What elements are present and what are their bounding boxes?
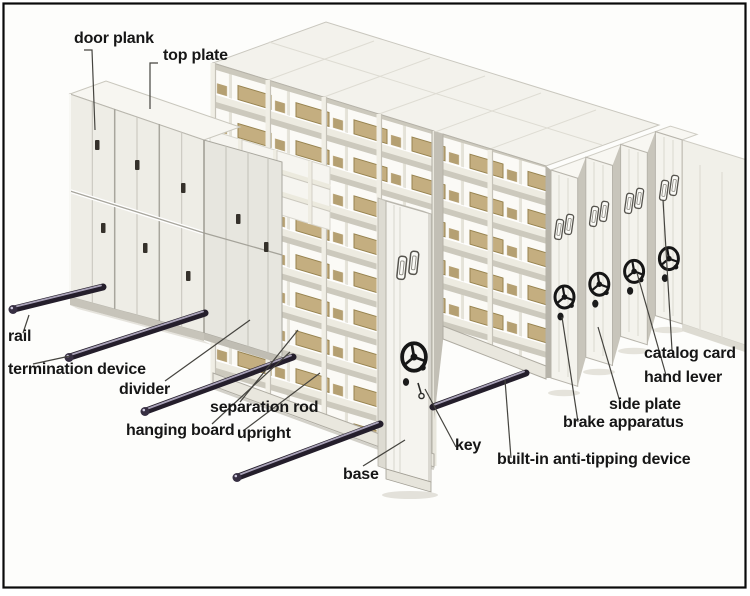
- open-rack-far-row: [442, 133, 547, 380]
- aisle-gap: [434, 131, 443, 420]
- door-handle: [95, 140, 191, 281]
- end-panel: [583, 156, 615, 376]
- cabinet-plinth: [70, 297, 204, 341]
- label-base: base: [343, 466, 379, 483]
- left-cabinet: [68, 80, 283, 364]
- end-panel: [653, 130, 685, 334]
- label-catalog-card: catalog card: [644, 345, 736, 362]
- end-panel: [618, 143, 650, 355]
- label-separation-rod: separation rod: [210, 399, 319, 416]
- rail-track: [232, 420, 384, 482]
- label-hand-lever: hand lever: [644, 369, 723, 386]
- key-icon: [417, 382, 425, 400]
- outer-side-plate: [681, 139, 746, 352]
- photo-border: [2, 2, 747, 589]
- rail-end-cap: [232, 473, 242, 482]
- label-termination-device: termination device: [8, 361, 146, 378]
- floor-rails: [8, 283, 530, 482]
- label-rail: rail: [8, 328, 32, 345]
- label-key: key: [455, 437, 482, 454]
- label-divider: divider: [119, 381, 171, 398]
- middle-end-panel: [377, 197, 438, 499]
- rail-end-cap: [8, 305, 18, 314]
- right-end-panels: [548, 125, 746, 397]
- cabinet-doors: [69, 93, 212, 345]
- label-top-plate: top plate: [163, 47, 228, 64]
- label-hanging-board: hanging board: [126, 422, 235, 439]
- door-handle: [264, 242, 269, 252]
- label-upright: upright: [237, 425, 291, 442]
- label-brake-apparatus: brake apparatus: [563, 414, 684, 431]
- rail-track-anti-tipping: [429, 369, 530, 411]
- label-anti-tipping: built-in anti-tipping device: [497, 451, 691, 468]
- end-panel: [548, 169, 580, 397]
- rail-track: [8, 283, 107, 314]
- leader-lines: [22, 49, 673, 467]
- label-side-plate: side plate: [609, 396, 681, 413]
- label-door-plank: door plank: [74, 30, 154, 47]
- rail-track: [64, 309, 209, 362]
- door-handle: [236, 214, 241, 224]
- row-gap: [546, 166, 551, 378]
- panel-base-foot: [385, 468, 432, 493]
- cabinet-side-section: [203, 139, 283, 364]
- rail-end-cap: [140, 407, 150, 416]
